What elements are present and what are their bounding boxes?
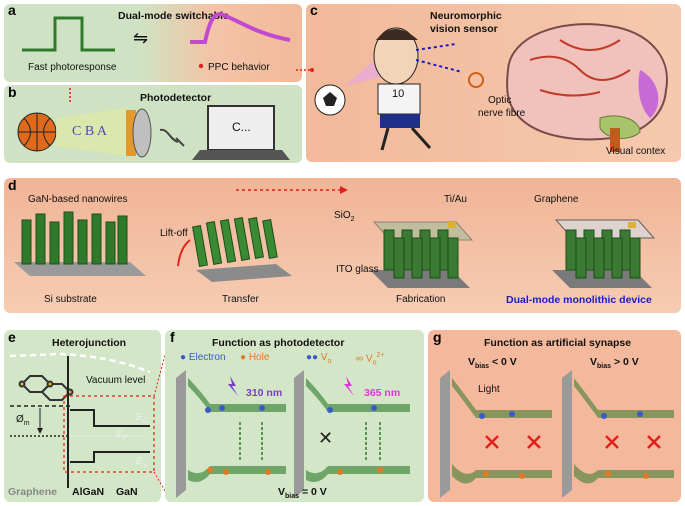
panel-a-title: Dual-mode switchable [118,10,229,22]
switch-symbol: ⇋ [133,28,149,48]
panel-f-title: Function as photodetector [212,337,345,349]
panel-f-letter: f [170,329,175,345]
photodetector-chip [126,110,136,156]
uv-365-icon [344,376,354,396]
ppc-curve [190,11,291,44]
electrode-mid [294,370,304,498]
vo-legend: ●● Vo [306,352,332,365]
fabrication-nanowires [383,229,459,279]
vo2-legend: ∞ Vo2+ [356,352,385,367]
laptop-keyboard [192,150,290,160]
usb-cable-icon [159,128,185,147]
electrode-left [176,370,186,498]
visual-cortex-region [638,70,659,118]
panel-b-title: Photodetector [140,92,212,104]
liftoff-label: Lift-off [160,228,188,239]
ec-label: EC [136,412,148,425]
hole-legend: ● Hole [240,352,270,363]
uv-310-icon [228,376,238,396]
liftoff-arrow [177,239,191,267]
ito-glass-label: ITO glass [336,264,379,275]
graphene-layer-label: Graphene [8,486,58,498]
electrode-g-left [440,370,450,498]
transfer-substrate [196,264,292,282]
sio2-label: SiO2 [334,210,355,223]
cb-right [306,378,410,412]
svg-text:✕: ✕ [318,428,333,449]
light-label: Light [478,384,500,395]
electron-legend: ● Electron [180,352,226,363]
tiau-label: Ti/Au [444,194,467,205]
brain-outline [506,23,668,141]
panel-e [4,330,161,502]
graphene-label: Graphene [534,194,579,205]
device-nanowires [565,229,641,279]
optic-nerve-label-1: Optic [488,95,512,106]
bias-positive-label: Vbias > 0 V [590,356,639,371]
visual-cortex-label: Visual contex [606,146,666,157]
player-shorts [380,114,420,128]
panel-c-letter: c [310,2,318,18]
panel-e-title: Heterojunction [52,337,127,349]
panel-c-title-2: vision sensor [430,23,498,35]
cb-left [188,378,286,412]
fabrication-label: Fabrication [396,294,446,305]
optic-nerve-label-2: nerve fibre [478,108,526,119]
gan-layer-label: GaN [116,486,138,498]
jersey-number: 10 [392,88,405,100]
ec-band [70,409,150,427]
wavelength-310: 310 nm [246,387,283,399]
panel-b-letter: b [8,84,17,100]
vb-right [306,466,410,482]
ev-band [70,451,150,463]
panel-a-letter: a [8,2,16,18]
si-substrate [14,262,146,276]
panel-g-title: Function as artificial synapse [484,337,632,349]
graphene-hexagon-icon [18,375,74,401]
algan-layer-label: AlGaN [72,486,105,498]
transfer-label: Transfer [222,294,259,305]
vacuum-level-label: Vacuum level [86,375,146,386]
laptop-screen [207,105,275,151]
bias-negative-label: Vbias < 0 V [468,356,517,371]
nanowires-label: GaN-based nanowires [28,194,128,205]
tiau-contact [448,222,456,228]
ev-label: EV [136,456,148,469]
fast-photoresponse-label: Fast photoresponse [28,62,117,73]
si-substrate-label: Si substrate [44,294,97,305]
transferred-nanowires [192,217,278,267]
device-label: Dual-mode monolithic device [506,294,652,306]
ppc-behavior-label: PPC behavior [208,62,270,73]
wavelength-365: 365 nm [364,387,401,399]
panel-d-letter: d [8,177,17,193]
fast-response-pulse [22,16,115,52]
laptop-screen-text: C... [232,120,251,134]
optic-nerve-icon [468,72,484,88]
bias-zero-label: Vbias = 0 V [278,486,327,501]
ef-label: EF [116,429,127,442]
panel-e-letter: e [8,329,16,345]
electrode-g-right [562,370,572,498]
phi-m-label: Øm [16,414,30,427]
panel-g-letter: g [433,329,442,345]
ball-letters: C B A [72,124,108,139]
nanowire-array [21,211,128,265]
panel-c-title-1: Neuromorphic [430,10,502,22]
light-beam [56,108,128,156]
